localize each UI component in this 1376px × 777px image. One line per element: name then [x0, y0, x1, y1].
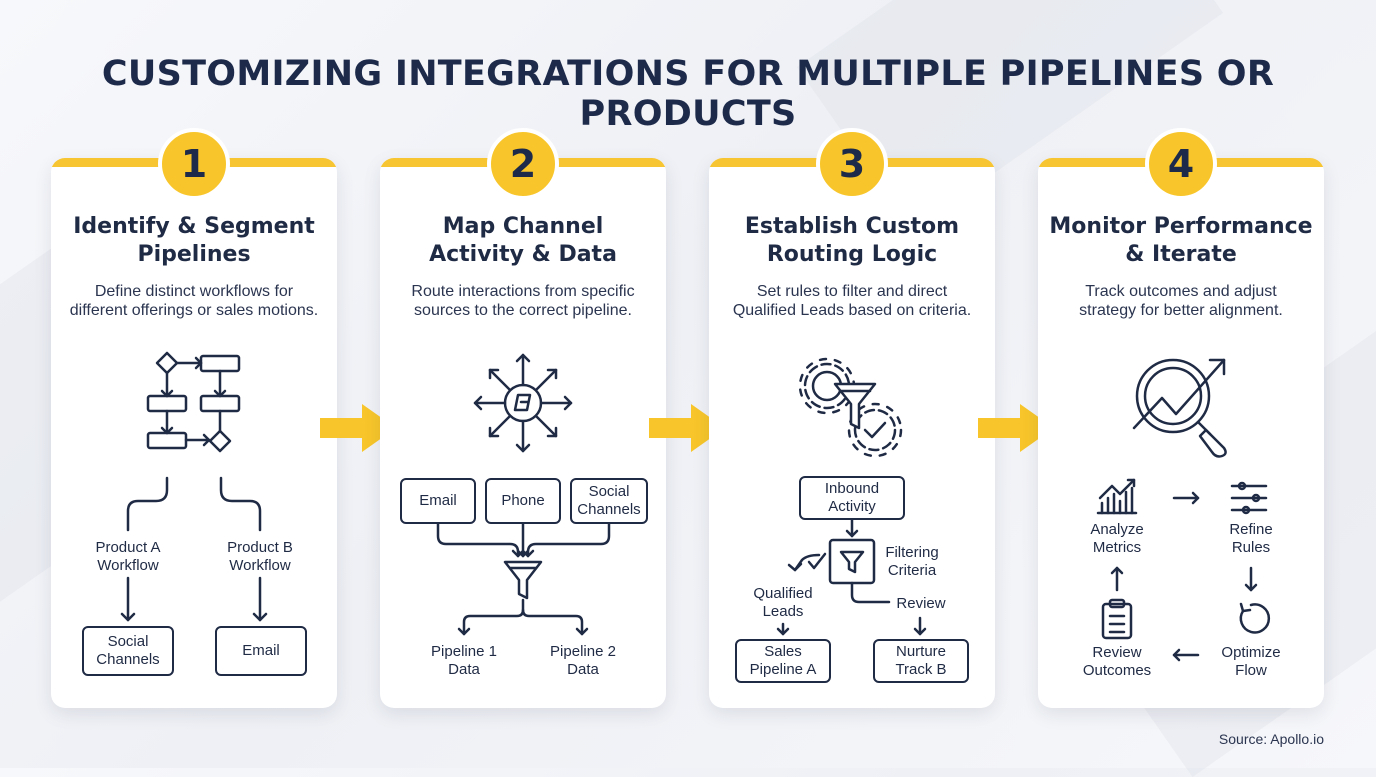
- analyze-metrics-label: Analyze Metrics: [1090, 521, 1144, 556]
- phone-channel-box: Phone: [485, 478, 561, 524]
- email-box: Email: [215, 626, 307, 676]
- source-credit: Source: Apollo.io: [1218, 731, 1324, 747]
- step-3-description: Set rules to filter and direct Qualified…: [732, 283, 972, 319]
- step-2-number-badge: 2: [487, 128, 559, 200]
- step-3-card: Establish Custom Routing Logic Set rules…: [709, 158, 995, 708]
- next-step-arrow-icon: [649, 404, 725, 452]
- step-4-description: Track outcomes and adjust strategy for b…: [1079, 283, 1283, 319]
- flowchart-icon: [120, 351, 268, 622]
- page-title: CUSTOMIZING INTEGRATIONS FOR MULTIPLE PI…: [101, 54, 1275, 134]
- hub-arrows-icon: [436, 353, 611, 636]
- step-2-card: Map Channel Activity & Data Route intera…: [380, 158, 666, 708]
- step-3-title: Establish Custom Routing Logic: [744, 214, 960, 267]
- gears-funnel-icon: [776, 357, 927, 636]
- next-step-arrow-icon: [978, 404, 1054, 452]
- email-channel-box: Email: [400, 478, 476, 524]
- filtering-criteria-label: Filtering Criteria: [885, 544, 939, 579]
- product-a-workflow-label: Product A Workflow: [95, 539, 161, 574]
- pipeline-2-data-label: Pipeline 2 Data: [550, 643, 616, 678]
- step-3-number-badge: 3: [816, 128, 888, 200]
- step-2-title: Map Channel Activity & Data: [429, 214, 617, 267]
- qualified-leads-label: Qualified Leads: [753, 585, 813, 620]
- refine-rules-label: Refine Rules: [1229, 521, 1273, 556]
- review-label: Review: [896, 595, 946, 612]
- product-b-workflow-label: Product B Workflow: [227, 539, 293, 574]
- step-1-title: Identify & Segment Pipelines: [73, 214, 315, 267]
- optimize-flow-label: Optimize Flow: [1221, 644, 1281, 679]
- magnifier-trend-icon: [1096, 358, 1271, 662]
- step-1-card: Identify & Segment Pipelines Define dist…: [51, 158, 337, 708]
- review-outcomes-label: Review Outcomes: [1082, 644, 1152, 679]
- pipeline-1-data-label: Pipeline 1 Data: [431, 643, 497, 678]
- step-1-description: Define distinct workflows for different …: [69, 283, 319, 319]
- step-1-number-badge: 1: [158, 128, 230, 200]
- step-2-description: Route interactions from specific sources…: [411, 283, 635, 319]
- next-step-arrow-icon: [320, 404, 396, 452]
- step-4-number-badge: 4: [1145, 128, 1217, 200]
- step-4-title: Monitor Performance & Iterate: [1049, 214, 1313, 267]
- step-4-card: Monitor Performance & Iterate Track outc…: [1038, 158, 1324, 708]
